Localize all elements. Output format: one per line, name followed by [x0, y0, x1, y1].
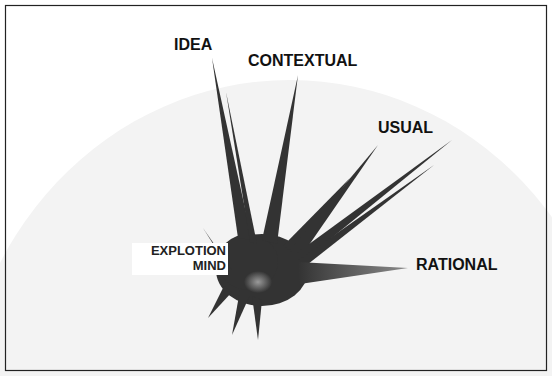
- splat: [203, 58, 452, 340]
- branch-label: RATIONAL: [416, 256, 497, 274]
- branch-label: CONTEXTUAL: [248, 52, 357, 70]
- branch-label: USUAL: [378, 119, 433, 137]
- node-label: EXPLOTION MIND: [132, 243, 228, 275]
- frame: [6, 6, 547, 371]
- branch-label: IDEA: [174, 36, 212, 54]
- explosion-node: EXPLOTION MIND: [132, 243, 228, 275]
